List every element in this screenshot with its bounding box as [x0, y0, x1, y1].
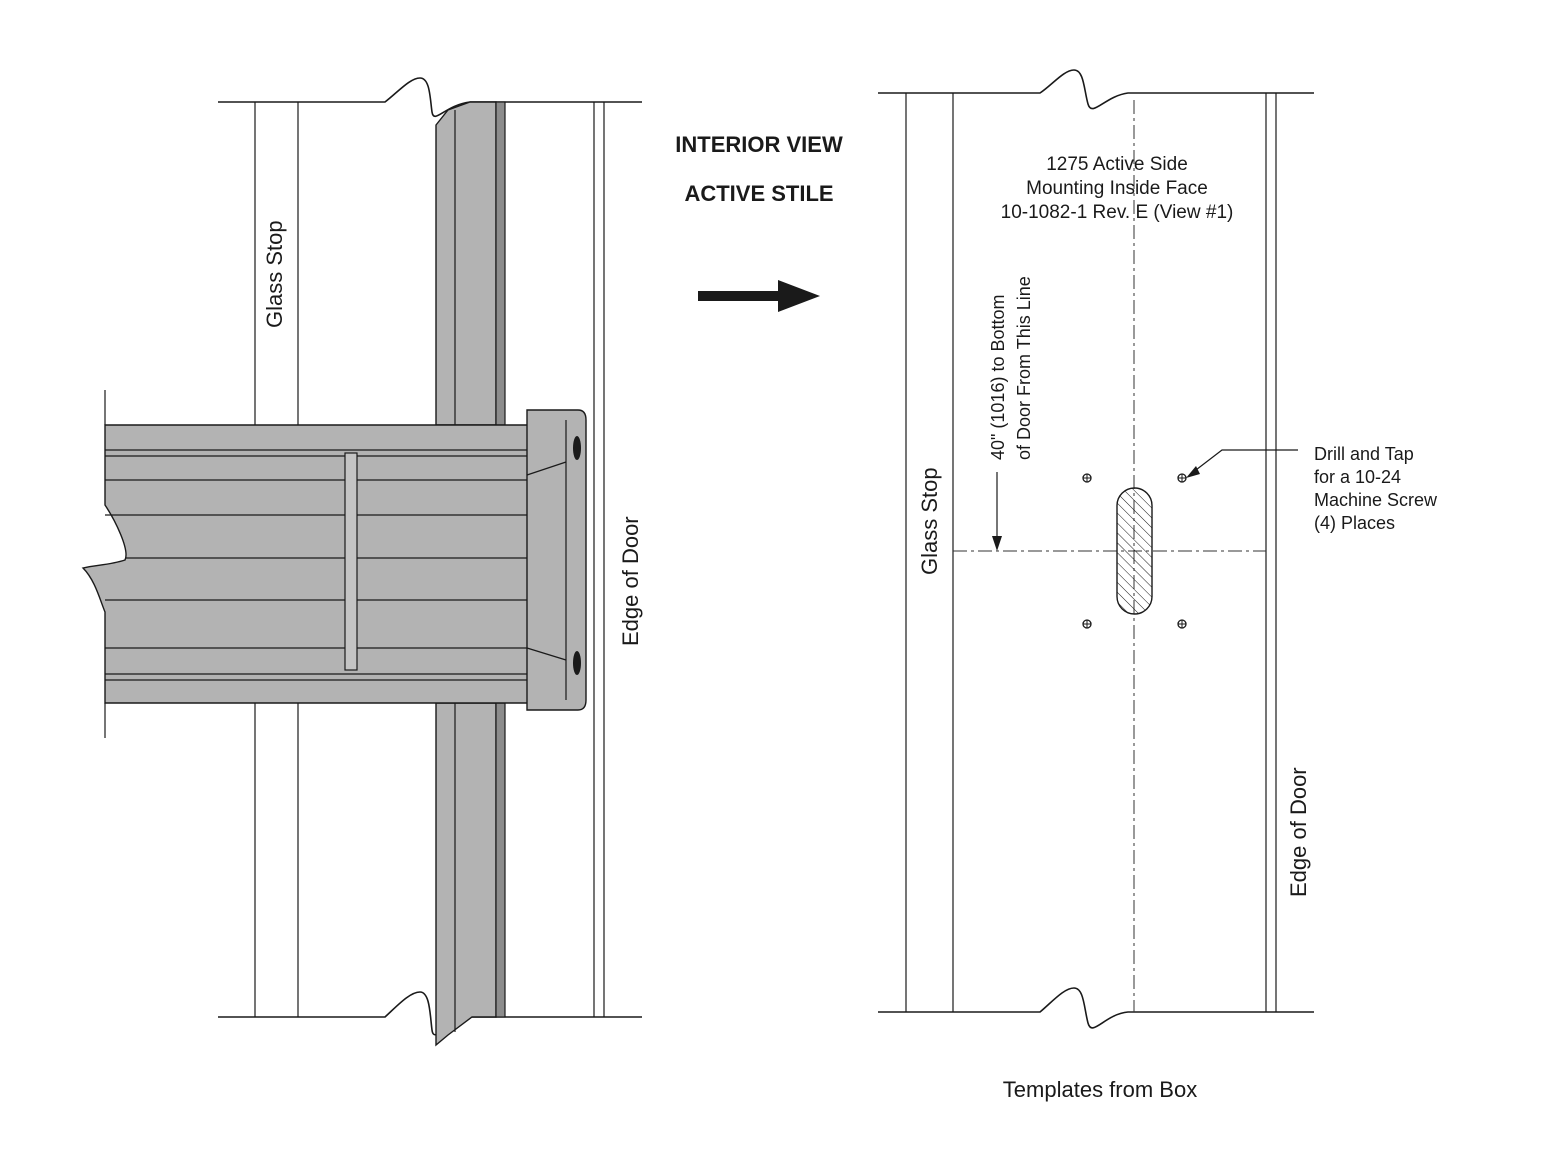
end-cap-screw-bottom: [573, 651, 581, 675]
template-slot-cutout: [1116, 487, 1153, 615]
push-bar-detail-lines: [105, 449, 530, 681]
screw-hole-bottom-left: [1082, 619, 1092, 629]
left-rail-edge-bottom: [495, 702, 506, 1018]
left-door-stile-drawing: Glass Stop Edge of Door: [81, 77, 643, 1047]
left-rail-edge-top: [495, 101, 506, 426]
left-rail-bottom: [435, 702, 497, 1047]
callout-text-line-1: Drill and Tap: [1314, 444, 1414, 464]
template-top-break-line: [878, 69, 1314, 110]
left-bottom-break-line: [218, 991, 642, 1036]
view-title-line-2: ACTIVE STILE: [684, 181, 833, 206]
end-cap-screw-top: [573, 436, 581, 460]
end-cap-bevel-top: [526, 461, 567, 476]
callout-leader-line: [1191, 449, 1298, 474]
left-top-break-line: [218, 77, 642, 118]
template-title-line-2: Mounting Inside Face: [1026, 178, 1208, 199]
left-edge-of-door-label: Edge of Door: [618, 516, 643, 646]
screw-hole-top-right: [1177, 473, 1187, 483]
diagram-caption: Templates from Box: [1003, 1077, 1197, 1102]
direction-arrow-icon: [698, 280, 820, 312]
left-glass-stop-label: Glass Stop: [262, 220, 287, 328]
right-template-drawing: 1275 Active Side Mounting Inside Face 10…: [878, 69, 1438, 1029]
push-bar-end-cap: [526, 409, 587, 711]
end-cap-bevel-bottom: [526, 647, 567, 661]
view-header: INTERIOR VIEW ACTIVE STILE: [675, 132, 843, 312]
template-glass-stop-label: Glass Stop: [917, 467, 942, 575]
template-title-line-1: 1275 Active Side: [1046, 154, 1188, 175]
callout-text-line-3: Machine Screw: [1314, 490, 1438, 510]
left-rail-top: [435, 101, 497, 426]
dimension-text-line-1: 40" (1016) to Bottom: [988, 295, 1008, 460]
push-bar-divider: [344, 452, 358, 671]
callout-text-line-2: for a 10-24: [1314, 467, 1401, 487]
screw-hole-bottom-right: [1177, 619, 1187, 629]
screw-hole-top-left: [1082, 473, 1092, 483]
view-title-line-1: INTERIOR VIEW: [675, 132, 843, 157]
dimension-arrow-head-icon: [992, 536, 1002, 551]
push-bar-body: [81, 424, 531, 704]
template-edge-of-door-label: Edge of Door: [1286, 767, 1311, 897]
template-bottom-break-line: [878, 987, 1314, 1029]
dimension-text-line-2: of Door From This Line: [1014, 276, 1034, 460]
callout-arrow-head-icon: [1186, 466, 1200, 478]
callout-text-line-4: (4) Places: [1314, 513, 1395, 533]
template-title-line-3: 10-1082-1 Rev. E (View #1): [1001, 202, 1234, 223]
